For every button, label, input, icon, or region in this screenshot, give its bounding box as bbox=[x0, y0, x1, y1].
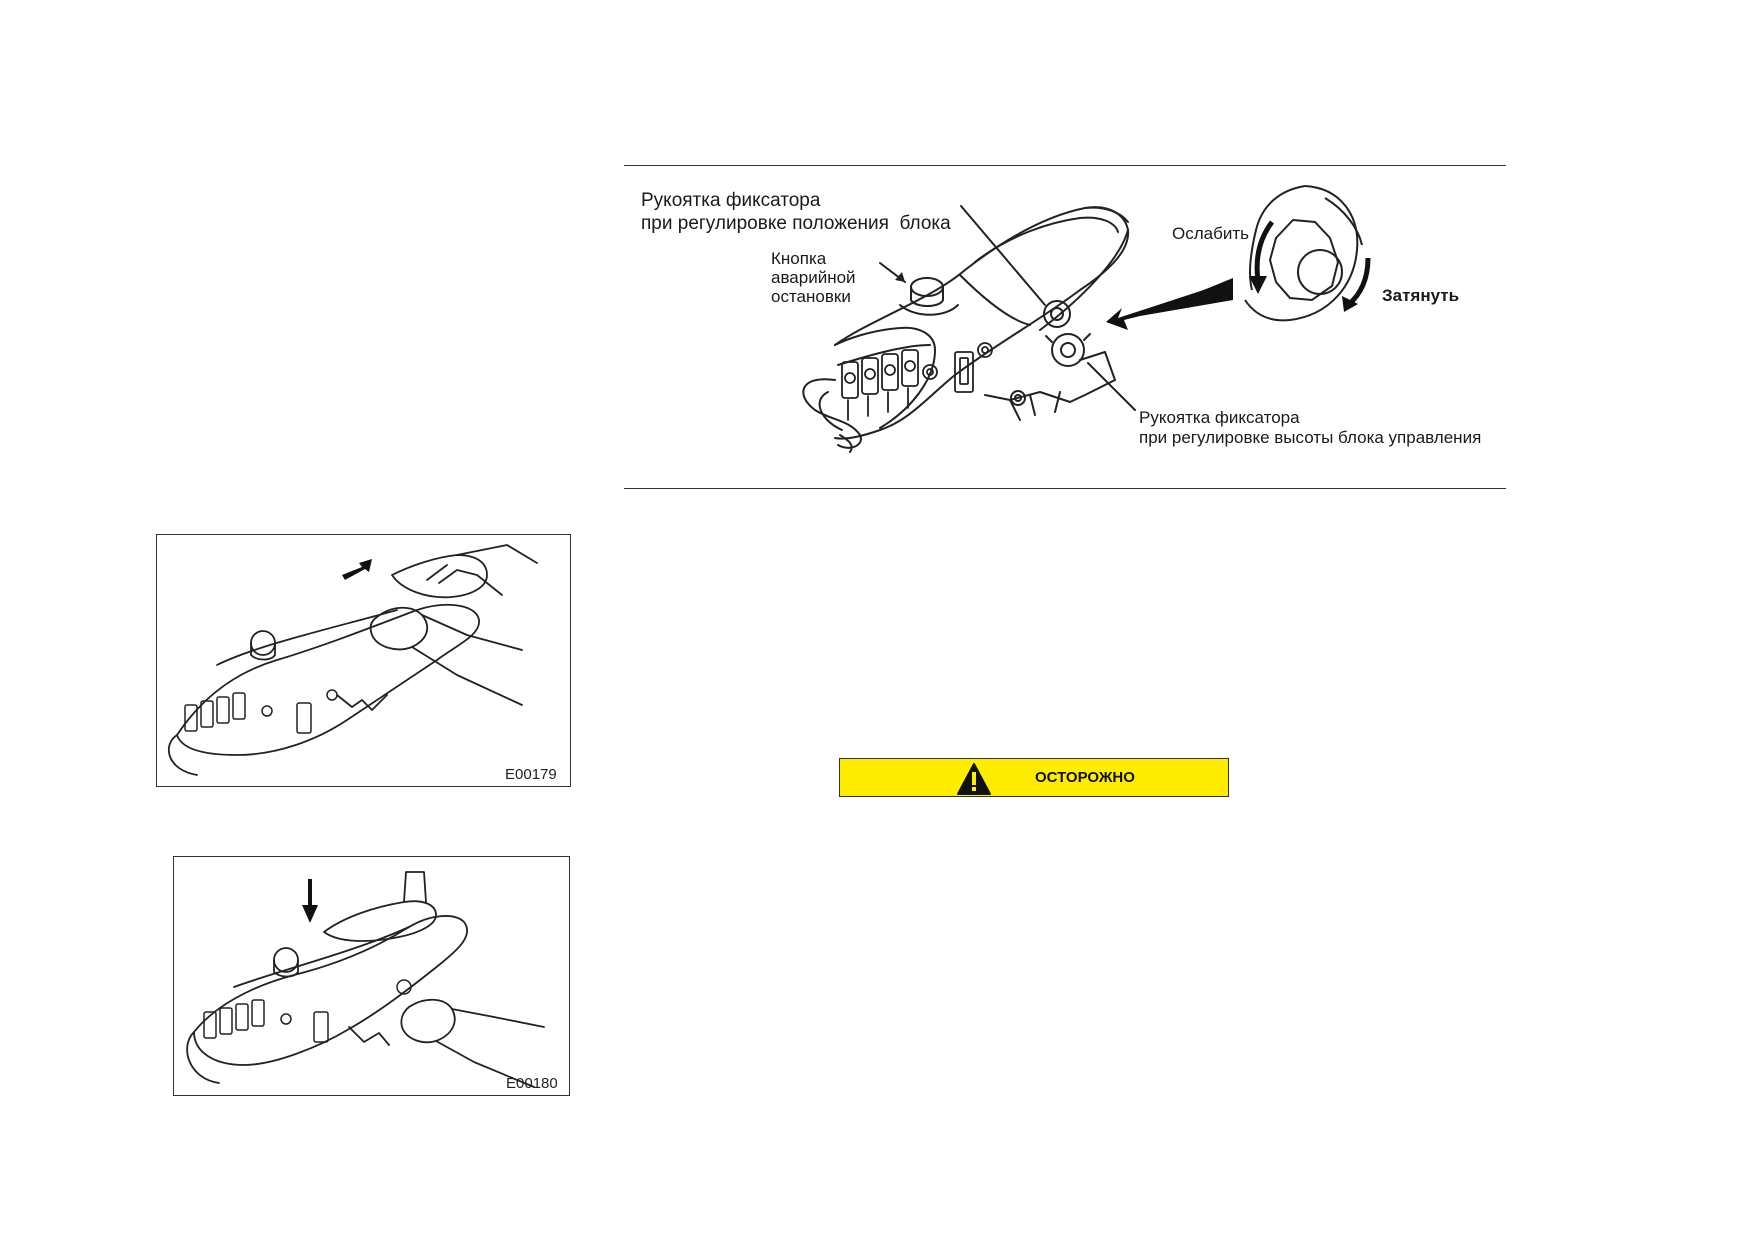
figure-code: E00179 bbox=[505, 766, 557, 783]
top-rule bbox=[624, 165, 1506, 166]
label-stop-line1: Кнопка bbox=[771, 249, 827, 268]
figure-e00179: E00179 bbox=[156, 534, 571, 787]
label-position-handle-line1: Рукоятка фиксатора bbox=[641, 190, 821, 211]
bottom-rule bbox=[624, 488, 1506, 489]
figure-e00180-illustration bbox=[186, 871, 545, 1088]
warning-icon bbox=[957, 763, 991, 795]
label-tighten: Затянуть bbox=[1382, 286, 1460, 305]
label-stop-line3: остановки bbox=[771, 287, 851, 306]
label-height-handle-line2: при регулировке высоты блока управления bbox=[1139, 428, 1482, 447]
figure-e00180: E00180 bbox=[173, 856, 570, 1096]
figure-code: E00180 bbox=[506, 1075, 558, 1092]
label-position-handle-line2: при регулировке положения блока bbox=[641, 213, 951, 234]
label-loosen: Ослабить bbox=[1172, 224, 1249, 243]
warning-banner: ОСТОРОЖНО bbox=[839, 758, 1229, 797]
label-height-handle-line1: Рукоятка фиксатора bbox=[1139, 408, 1300, 427]
label-stop-line2: аварийной bbox=[771, 268, 856, 287]
figure-e00179-illustration bbox=[167, 544, 538, 776]
warning-label: ОСТОРОЖНО bbox=[1035, 769, 1135, 786]
